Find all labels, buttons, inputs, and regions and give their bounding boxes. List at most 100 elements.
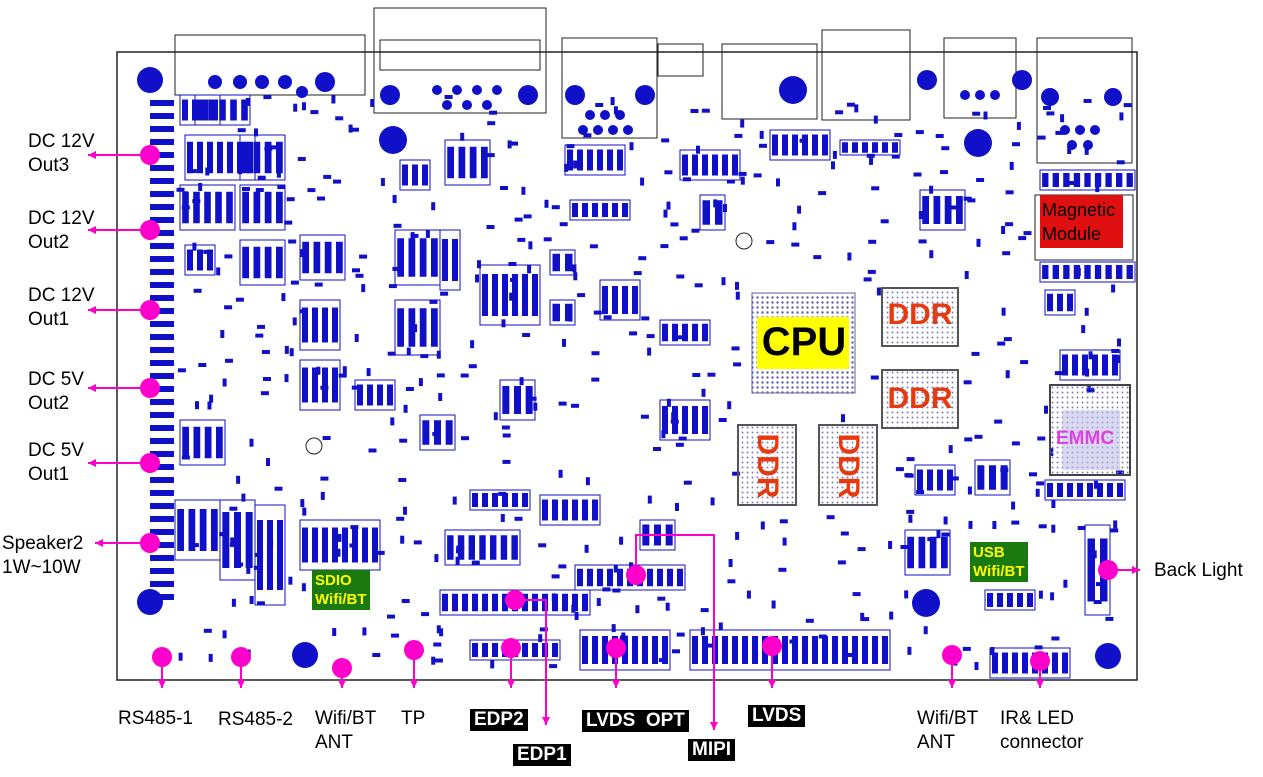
smd-part <box>832 150 837 159</box>
smd-part <box>661 138 670 143</box>
smd-part <box>1110 528 1119 533</box>
component-pad <box>492 643 498 657</box>
component-pad <box>927 469 933 491</box>
component-pad <box>532 643 538 657</box>
component-pad <box>502 593 508 612</box>
component-pad <box>462 593 468 612</box>
smd-part <box>735 281 739 290</box>
component-block <box>769 129 831 161</box>
smd-part <box>418 378 423 387</box>
smd-part <box>941 146 950 151</box>
component-pad <box>947 469 953 491</box>
smd-part <box>509 292 514 301</box>
smd-part <box>261 350 270 354</box>
smd-part <box>1009 161 1014 170</box>
smd-part <box>837 560 846 565</box>
component-pad <box>253 141 261 174</box>
smd-part <box>895 467 904 472</box>
smd-part <box>676 335 685 340</box>
smd-part <box>591 351 600 356</box>
component-pad <box>419 308 427 347</box>
component-pad <box>677 568 683 587</box>
smd-part <box>508 262 517 266</box>
callout-dot <box>942 645 962 665</box>
smd-part <box>431 202 436 211</box>
smd-part <box>220 330 225 338</box>
component-pad <box>367 384 373 406</box>
component-block <box>439 229 461 291</box>
component-pad <box>177 509 184 551</box>
component-pad <box>197 99 204 121</box>
component-block <box>299 359 341 411</box>
smd-part <box>255 333 264 338</box>
component-pad <box>1052 265 1059 279</box>
smd-part <box>595 103 604 107</box>
component-pad <box>253 191 261 224</box>
smd-part <box>222 630 227 639</box>
callout-dot <box>762 636 782 656</box>
smd-part <box>997 341 1006 346</box>
label-edp1: EDP1 <box>513 744 571 766</box>
smd-part <box>1117 338 1121 347</box>
component-pad <box>522 643 528 657</box>
smd-part <box>646 334 655 339</box>
smd-part <box>1077 526 1086 530</box>
component-block <box>239 239 286 286</box>
component-block <box>179 184 236 231</box>
component-pad <box>452 593 458 612</box>
smd-part <box>528 241 533 250</box>
component-pad <box>592 499 598 521</box>
smd-part <box>338 373 347 378</box>
component-pad <box>322 307 328 343</box>
smd-part <box>1113 520 1118 529</box>
component-pad <box>662 323 668 342</box>
callout-dot <box>1030 651 1050 671</box>
callout-arrowhead <box>612 680 620 688</box>
smd-part <box>551 593 556 602</box>
smd-part <box>254 128 258 137</box>
component-pad <box>692 323 698 342</box>
smd-part <box>502 433 511 438</box>
component-pad <box>502 386 510 414</box>
smd-part <box>209 394 214 403</box>
smd-part <box>460 373 469 378</box>
component-pad <box>1067 483 1073 497</box>
component-pad <box>1052 173 1059 187</box>
smd-part <box>968 520 973 529</box>
component-pad <box>197 249 203 271</box>
component-pad <box>977 465 985 490</box>
component-pad <box>490 535 497 560</box>
sdio-tag-line1: SDIO <box>315 572 352 589</box>
smd-part <box>797 205 802 214</box>
component-block <box>419 414 456 451</box>
smd-part <box>320 491 325 500</box>
smd-part <box>533 402 538 411</box>
smd-part <box>740 176 745 185</box>
smd-part <box>1012 142 1020 147</box>
component-block <box>354 379 396 411</box>
smd-part <box>894 133 903 137</box>
component-pad <box>632 286 638 314</box>
smd-part <box>696 145 700 154</box>
smd-part <box>990 647 995 655</box>
edge-pad <box>150 204 174 210</box>
smd-part <box>1002 251 1011 256</box>
smd-part <box>678 436 687 441</box>
smd-part <box>276 169 281 178</box>
smd-part <box>436 350 441 359</box>
smd-part <box>568 313 573 322</box>
smd-part <box>992 521 997 529</box>
component-pad <box>852 142 858 153</box>
edge-pad <box>150 516 174 522</box>
smd-part <box>361 284 366 293</box>
smd-part <box>406 347 411 356</box>
component-pad <box>1116 265 1123 279</box>
component-pad <box>522 593 528 612</box>
component-pad <box>1077 483 1083 497</box>
component-pad <box>302 527 308 563</box>
label-rs485-1: RS485-1 <box>118 708 193 729</box>
component-block <box>179 419 226 466</box>
smd-part <box>905 473 914 478</box>
